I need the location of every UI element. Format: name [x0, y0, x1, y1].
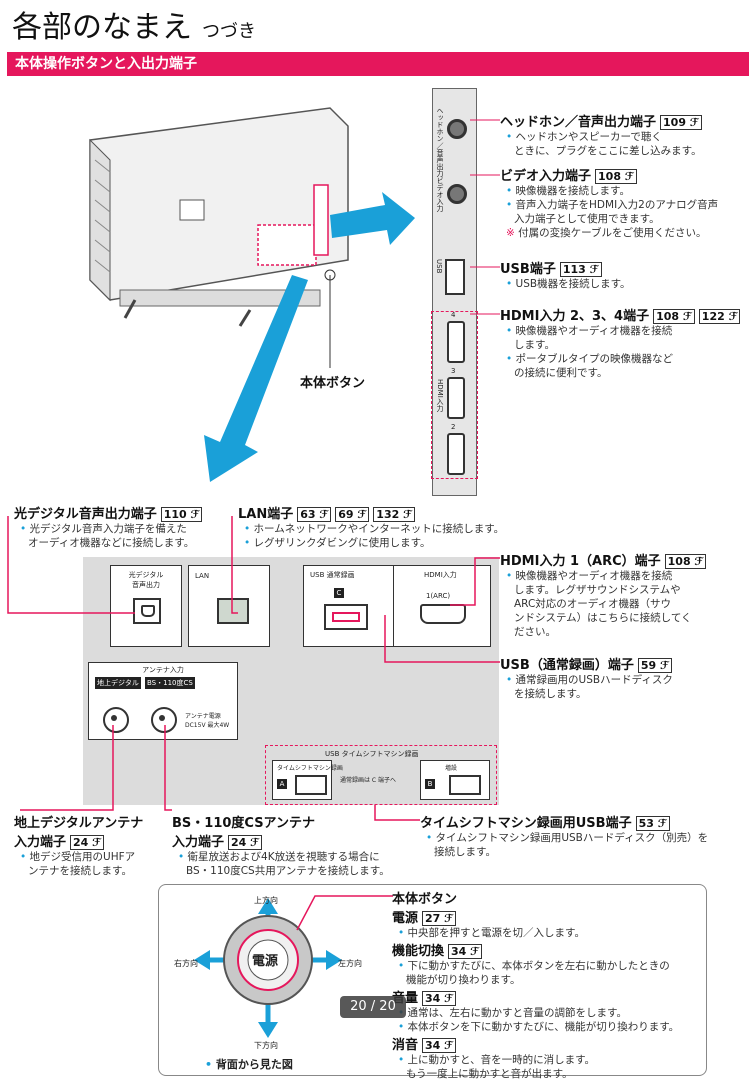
hdmi-3-port[interactable] — [447, 377, 465, 419]
callout-arrows — [204, 192, 415, 482]
timeshift-a-tag: A — [277, 779, 287, 789]
rear-leader-lines — [384, 557, 500, 663]
lan-port-block: LAN — [188, 565, 270, 647]
hdmi-4-num: 4 — [451, 311, 456, 319]
page-ref[interactable]: 109 ℱ — [660, 115, 702, 130]
optical-panel-label: 光デジタル 音声出力 — [128, 571, 164, 589]
timeshift-b-tag: B — [425, 779, 435, 789]
timeshift-a-port[interactable] — [295, 775, 327, 795]
usb-rec-port[interactable] — [324, 604, 368, 630]
antenna-power-label: アンテナ電源 DC15V 最大4W — [185, 713, 230, 729]
side-usb-port[interactable] — [445, 259, 465, 295]
side-port-strip: ヘッドホン／音声出力 ビデオ入力 USB 4 3 2 HDMI入力 — [431, 88, 478, 496]
bs-label: BS・110度CS — [145, 677, 195, 689]
page-ref[interactable]: 108 ℱ — [595, 169, 637, 184]
page-ref[interactable]: 34 ℱ — [448, 944, 483, 959]
optical-port-block: 光デジタル 音声出力 — [110, 565, 182, 647]
page-ref[interactable]: 113 ℱ — [559, 262, 602, 277]
page-ref[interactable]: 69 ℱ — [335, 507, 370, 522]
direction-right: 左方向 — [338, 959, 362, 968]
timeshift-b-block: 増設 B — [420, 760, 490, 800]
ground-antenna-port[interactable] — [103, 707, 129, 733]
timeshift-outline — [265, 745, 497, 805]
video-strip-label: ビデオ入力 — [436, 177, 444, 212]
headphone-jack-icon[interactable] — [447, 119, 467, 139]
hdmi-2-port[interactable] — [447, 433, 465, 475]
hdmi-strip-label: HDMI入力 — [436, 379, 444, 412]
page-ref[interactable]: 53 ℱ — [635, 816, 670, 831]
page-ref[interactable]: 27 ℱ — [422, 911, 457, 926]
lower-leader-lines — [7, 516, 420, 821]
hdmi-4-port[interactable] — [447, 321, 465, 363]
lan-panel-label: LAN — [195, 572, 210, 580]
page-ref[interactable]: 108 ℱ — [664, 554, 707, 569]
hdmi-3-num: 3 — [451, 367, 456, 375]
lan-port[interactable] — [217, 598, 249, 624]
direction-up: 上方向 — [254, 896, 278, 905]
antenna-panel-label: アンテナ入力 — [142, 666, 184, 674]
page-ref[interactable]: 24 ℱ — [70, 835, 105, 850]
page-ref[interactable]: 132 ℱ — [373, 507, 415, 522]
page-ref[interactable]: 34 ℱ — [422, 1038, 457, 1053]
main-button-title: 本体ボタン — [392, 892, 458, 907]
headphone-strip-label: ヘッドホン／音声出力 — [436, 107, 444, 177]
page-ref[interactable]: 108 ℱ — [653, 309, 695, 324]
button-leader-line — [329, 275, 331, 368]
page-indicator: 20 / 20 — [340, 996, 406, 1018]
tv-button-label: 本体ボタン — [300, 376, 366, 391]
usb-rec-panel-label: USB 通常録画 — [310, 571, 355, 579]
page-ref[interactable]: 122 ℱ — [698, 309, 741, 324]
timeshift-b-port[interactable] — [449, 775, 481, 795]
ground-label: 地上デジタル — [95, 677, 141, 689]
hdmi1-port-label: 1(ARC) — [426, 592, 451, 600]
page-ref[interactable]: 59 ℱ — [637, 658, 672, 673]
side-leader-lines — [470, 119, 500, 315]
power-leader-line — [296, 895, 393, 931]
usb-rec-port-block: USB 通常録画 C — [303, 565, 395, 647]
diagram-caption: • 背面から見た図 — [205, 1058, 293, 1071]
timeshift-a-block: タイムシフトマシン録画 A — [272, 760, 343, 800]
timeshift-panel-label: USB タイムシフトマシン録画 — [325, 750, 419, 758]
page-ref[interactable]: 34 ℱ — [422, 991, 457, 1006]
timeshift-a-label: タイムシフトマシン録画 — [277, 765, 343, 772]
hdmi-group-outline — [431, 311, 478, 479]
optical-port[interactable] — [133, 598, 161, 624]
control-stick-diagram — [194, 898, 342, 1038]
direction-down: 下方向 — [254, 1041, 278, 1050]
usb-rec-tag: C — [334, 588, 344, 598]
main-button-box — [158, 884, 707, 1076]
hdmi-2-num: 2 — [451, 423, 456, 431]
usb-strip-label: USB — [435, 259, 443, 274]
bs-antenna-port[interactable] — [151, 707, 177, 733]
page-ref[interactable]: 110 ℱ — [160, 507, 203, 522]
tv-back-illustration — [89, 107, 349, 327]
page-ref[interactable]: 63 ℱ — [297, 507, 332, 522]
direction-left: 右方向 — [174, 959, 198, 968]
page-title: 各部のなまえつづき — [12, 10, 256, 45]
power-center-label[interactable]: 電源 — [252, 954, 279, 969]
timeshift-middle-note: 通常録画は C 端子へ — [340, 777, 397, 784]
section-banner: 本体操作ボタンと入出力端子 — [7, 52, 749, 76]
hdmi1-panel-label: HDMI入力 — [424, 571, 457, 579]
page-subtitle: つづき — [202, 21, 256, 42]
video-jack-icon[interactable] — [447, 184, 467, 204]
page-ref[interactable]: 24 ℱ — [228, 835, 263, 850]
hdmi1-port[interactable] — [420, 604, 466, 624]
timeshift-b-label: 増設 — [445, 765, 458, 772]
